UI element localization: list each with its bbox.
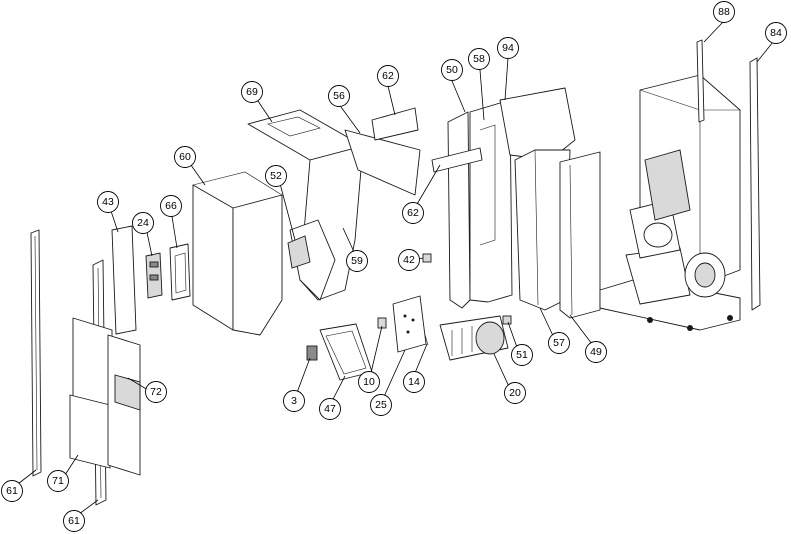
callout-10: 10 (358, 371, 380, 393)
part-20-fan (439, 315, 509, 361)
svg-text:49: 49 (590, 346, 602, 358)
callout-62-lower: 62 (402, 202, 424, 224)
callout-43: 43 (97, 191, 119, 213)
part-72-panel (107, 334, 141, 476)
svg-text:72: 72 (150, 386, 162, 398)
svg-text:88: 88 (718, 6, 730, 18)
callout-3: 3 (283, 390, 305, 412)
svg-text:3: 3 (291, 395, 297, 407)
svg-text:62: 62 (382, 70, 394, 82)
svg-text:42: 42 (403, 254, 415, 266)
svg-text:51: 51 (516, 349, 528, 361)
svg-text:94: 94 (502, 42, 514, 54)
part-24-bracket (145, 252, 163, 299)
svg-text:52: 52 (270, 170, 282, 182)
svg-text:47: 47 (324, 403, 336, 415)
svg-text:10: 10 (363, 376, 375, 388)
part-59-hopper (289, 145, 364, 301)
svg-text:20: 20 (509, 387, 521, 399)
callout-59: 59 (346, 250, 368, 272)
svg-text:24: 24 (137, 217, 149, 229)
callout-94: 94 (497, 37, 519, 59)
part-52-chute (287, 235, 311, 269)
callout-62-upper: 62 (377, 65, 399, 87)
part-61-left-strip (30, 229, 42, 477)
part-43-plate (111, 225, 137, 335)
callout-61-left: 61 (1, 480, 23, 502)
part-25-board (392, 295, 427, 353)
callout-51: 51 (511, 344, 533, 366)
callout-24: 24 (132, 212, 154, 234)
svg-text:25: 25 (375, 399, 387, 411)
part-42-clip (422, 253, 432, 263)
part-51-sensor (502, 315, 512, 325)
callout-71: 71 (47, 470, 69, 492)
stove-body (599, 74, 741, 331)
svg-text:61: 61 (6, 485, 18, 497)
callout-61-bottom: 61 (63, 510, 85, 532)
part-84-strip (749, 57, 761, 311)
part-50-panel (447, 111, 471, 309)
callout-72: 72 (145, 381, 167, 403)
part-88-strip (696, 39, 705, 123)
svg-text:14: 14 (408, 376, 420, 388)
part-62-lower-rail (431, 147, 483, 173)
callout-88: 88 (713, 1, 735, 23)
callout-60: 60 (174, 146, 196, 168)
part-3-switch (306, 345, 318, 361)
callout-66: 66 (160, 195, 182, 217)
callout-50: 50 (441, 59, 463, 81)
callout-84: 84 (765, 22, 787, 44)
svg-text:84: 84 (770, 27, 782, 39)
callout-56: 56 (328, 85, 350, 107)
svg-text:59: 59 (351, 255, 363, 267)
callout-14: 14 (403, 371, 425, 393)
part-49-panel (559, 151, 601, 319)
svg-text:58: 58 (473, 53, 485, 65)
callout-25: 25 (370, 394, 392, 416)
part-56-bracket (344, 129, 421, 196)
part-47-box (319, 323, 373, 381)
callout-52: 52 (265, 165, 287, 187)
svg-text:61: 61 (68, 515, 80, 527)
svg-text:71: 71 (52, 475, 64, 487)
svg-text:56: 56 (333, 90, 345, 102)
svg-text:66: 66 (165, 200, 177, 212)
svg-text:60: 60 (179, 151, 191, 163)
part-10-connector (377, 317, 387, 329)
callout-49: 49 (585, 341, 607, 363)
svg-text:57: 57 (553, 337, 565, 349)
callout-58: 58 (468, 48, 490, 70)
part-71-panel (69, 317, 113, 469)
callout-57: 57 (548, 332, 570, 354)
svg-text:50: 50 (446, 64, 458, 76)
svg-text:62: 62 (407, 207, 419, 219)
callout-69: 69 (241, 81, 263, 103)
svg-text:43: 43 (102, 196, 114, 208)
svg-text:69: 69 (246, 86, 258, 98)
callout-42: 42 (398, 249, 420, 271)
part-94-panel (499, 87, 576, 161)
callout-47: 47 (319, 398, 341, 420)
part-14-screw (424, 334, 429, 346)
part-66-frame (169, 243, 191, 301)
callout-20: 20 (504, 382, 526, 404)
part-60-panel (192, 171, 283, 336)
part-62-upper-rail (371, 107, 419, 141)
